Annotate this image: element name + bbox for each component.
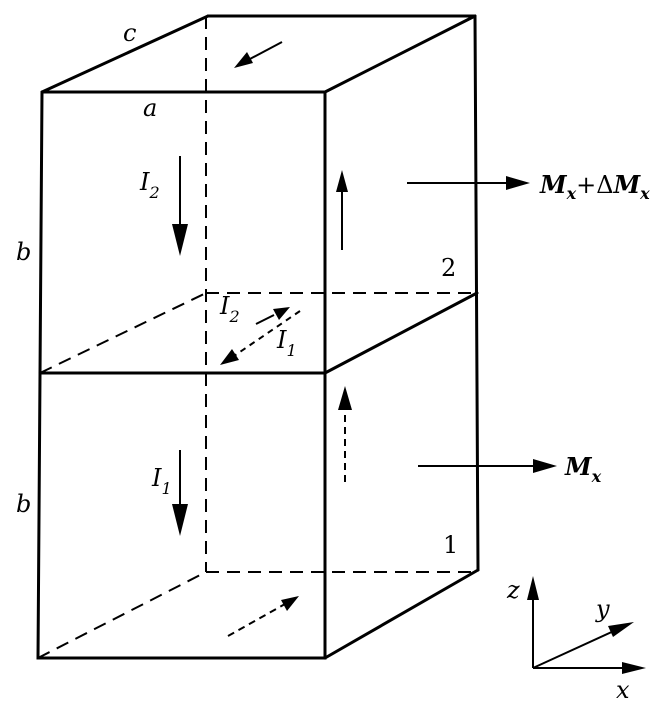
front-upper-current-arrow [172, 156, 188, 256]
current-label-i2-front: I2 [139, 168, 160, 202]
moment-label-upper: Mx+ΔMx [539, 170, 650, 203]
current-label-i2-middle: I2 [219, 292, 240, 326]
top-face-current-arrow [234, 41, 283, 68]
middle-right-edge [323, 291, 479, 375]
x-axis-arrowhead [622, 662, 646, 674]
current-label-i1-front: I1 [151, 464, 172, 498]
diagram-labels: c a b b I2 I1 I2 I1 2 1 Mx+ΔMx Mx z y x [16, 19, 650, 704]
middle-current-arrow-upper [255, 307, 290, 325]
front-lower-current-arrow [172, 450, 188, 536]
y-axis-arrowhead [608, 622, 634, 637]
right-upper-current-arrow [336, 170, 348, 250]
edge-label-c: c [123, 19, 136, 47]
middle-current-arrow-lower [220, 310, 301, 365]
cube-number-1: 1 [443, 531, 458, 559]
right-lower-current-arrow [338, 386, 352, 482]
cube-hidden-edges [37, 16, 478, 659]
edge-label-b-lower: b [16, 490, 31, 518]
edge-label-a: a [143, 94, 157, 122]
front-face-outline [36, 90, 327, 660]
y-axis [532, 629, 617, 669]
lower-moment-arrow [418, 459, 557, 473]
moment-label-lower: Mx [564, 452, 602, 486]
bottom-face-current-arrow [227, 596, 299, 637]
axis-label-z: z [506, 576, 520, 604]
moment-arrows [407, 176, 557, 473]
cube-number-2: 2 [441, 254, 456, 282]
cube-visible-edges [36, 14, 480, 660]
z-axis-arrowhead [527, 576, 539, 600]
axis-label-x: x [616, 676, 630, 704]
bottom-left-edge [37, 571, 207, 659]
coordinate-axes [527, 576, 646, 674]
current-label-i1-middle: I1 [276, 326, 297, 360]
bottom-right-edge [323, 568, 480, 660]
upper-moment-arrow [407, 176, 530, 190]
edge-label-b-upper: b [16, 238, 31, 266]
current-arrows [172, 41, 352, 637]
axis-label-y: y [595, 595, 610, 623]
middle-left-edge [39, 292, 207, 374]
top-left-edge [40, 14, 210, 94]
top-right-edge [323, 14, 477, 94]
